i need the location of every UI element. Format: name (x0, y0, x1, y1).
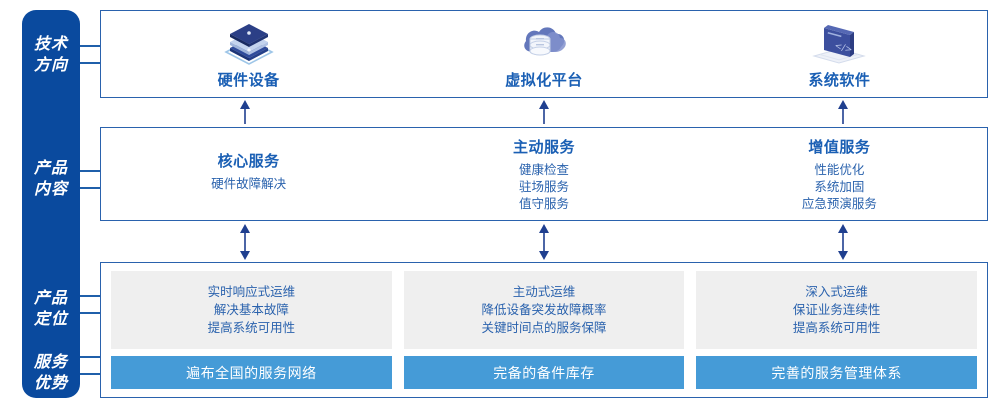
rail-label-line: 方向 (33, 57, 68, 74)
rail-label-service-advantage: 服务 优势 (22, 352, 80, 394)
content-column-value-added-service[interactable]: 增值服务 性能优化 系统加固 应急预演服务 (692, 128, 987, 220)
bottom-column-2: 主动式运维 降低设备突发故障概率 关键时间点的服务保障 完备的备件库存 (403, 271, 685, 389)
arrow-up-virtualization (537, 100, 551, 125)
content-column-title: 增值服务 (808, 138, 871, 156)
content-column-item: 值守服务 (518, 196, 569, 211)
tech-item-label: 虚拟化平台 (505, 72, 583, 89)
position-box-1[interactable]: 实时响应式运维 解决基本故障 提高系统可用性 (111, 271, 392, 349)
content-column-title: 主动服务 (512, 138, 575, 156)
content-column-item: 应急预演服务 (801, 196, 877, 211)
position-advantage-panel: 实时响应式运维 解决基本故障 提高系统可用性 遍布全国的服务网络 主动式运维 降… (100, 262, 988, 398)
connector-content-lower (80, 187, 101, 189)
arrow-double-value-added (836, 224, 850, 260)
position-line: 提高系统可用性 (792, 321, 881, 335)
content-column-item: 系统加固 (814, 179, 865, 194)
bottom-column-3: 深入式运维 保证业务连续性 提高系统可用性 完善的服务管理体系 (696, 271, 978, 389)
connector-position-lower (80, 312, 101, 314)
software-laptop-icon: </> (808, 18, 870, 66)
content-column-item: 性能优化 (814, 162, 865, 177)
rail-label-product-position: 产品 定位 (22, 288, 80, 330)
connector-tech-lower (80, 62, 101, 64)
category-rail: 技术 方向 产品 内容 产品 定位 服务 优势 (22, 10, 80, 398)
arrow-up-hardware (238, 100, 252, 125)
cloud-database-icon (513, 18, 575, 66)
server-stack-icon (218, 18, 280, 66)
content-column-core-service[interactable]: 核心服务 硬件故障解决 (101, 128, 396, 220)
position-box-3[interactable]: 深入式运维 保证业务连续性 提高系统可用性 (696, 271, 978, 349)
bottom-column-1: 实时响应式运维 解决基本故障 提高系统可用性 遍布全国的服务网络 (111, 271, 392, 389)
rail-label-line: 内容 (33, 181, 68, 198)
position-line: 降低设备突发故障概率 (481, 303, 607, 317)
position-line: 关键时间点的服务保障 (481, 321, 607, 335)
connector-position-upper (80, 295, 101, 297)
rail-label-product-content: 产品 内容 (22, 158, 80, 200)
content-column-item: 硬件故障解决 (211, 177, 287, 191)
position-line: 解决基本故障 (213, 303, 289, 317)
position-line: 保证业务连续性 (792, 303, 881, 317)
rail-label-line: 技术 (33, 36, 68, 53)
rail-label-line: 服务 (33, 354, 68, 371)
arrow-up-software (836, 100, 850, 125)
tech-item-hardware[interactable]: 硬件设备 (101, 11, 396, 97)
connector-content-upper (80, 170, 101, 172)
position-line: 主动式运维 (512, 285, 576, 299)
content-column-item: 健康检查 (518, 162, 569, 177)
content-column-proactive-service[interactable]: 主动服务 健康检查 驻场服务 值守服务 (396, 128, 691, 220)
connector-tech-upper (80, 45, 101, 47)
rail-label-line: 产品 (33, 160, 68, 177)
tech-direction-panel: 硬件设备 (100, 10, 988, 98)
tech-item-software[interactable]: </> 系统软件 (692, 11, 987, 97)
product-content-panel: 核心服务 硬件故障解决 主动服务 健康检查 驻场服务 值守服务 增值服务 性能优… (100, 127, 988, 221)
position-line: 提高系统可用性 (207, 321, 296, 335)
connector-advantage-upper (80, 356, 101, 358)
tech-item-label: 硬件设备 (217, 72, 280, 89)
rail-label-tech-direction: 技术 方向 (22, 34, 80, 76)
tech-item-label: 系统软件 (808, 72, 871, 89)
content-column-item: 驻场服务 (518, 179, 569, 194)
content-column-title: 核心服务 (217, 153, 280, 170)
connector-advantage-lower (80, 373, 101, 375)
svg-text:</>: </> (834, 41, 854, 55)
tech-item-virtualization[interactable]: 虚拟化平台 (396, 11, 691, 97)
position-line: 深入式运维 (805, 285, 868, 299)
rail-label-line: 产品 (33, 290, 68, 307)
arrow-double-proactive (537, 224, 551, 260)
position-box-2[interactable]: 主动式运维 降低设备突发故障概率 关键时间点的服务保障 (403, 271, 685, 349)
position-line: 实时响应式运维 (207, 285, 296, 299)
rail-label-line: 定位 (33, 311, 68, 328)
advantage-box-2[interactable]: 完备的备件库存 (403, 356, 685, 389)
advantage-box-3[interactable]: 完善的服务管理体系 (696, 356, 978, 389)
rail-label-line: 优势 (33, 375, 68, 392)
arrow-double-core (238, 224, 252, 260)
advantage-box-1[interactable]: 遍布全国的服务网络 (111, 356, 392, 389)
